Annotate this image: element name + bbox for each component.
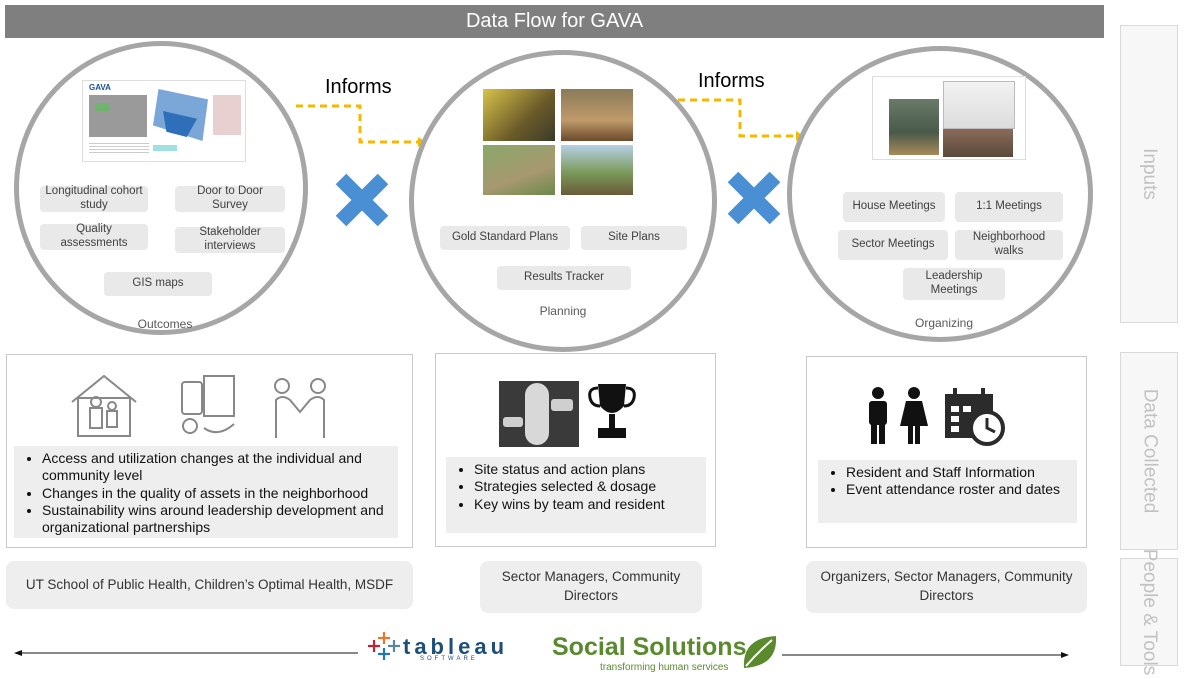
pill-quality-assessments: Quality assessments (40, 223, 148, 250)
pill-neighborhood-walks: Neighborhood walks (955, 230, 1063, 260)
circle-label-organizing: Organizing (914, 316, 974, 330)
data-item: Access and utilization changes at the in… (42, 450, 392, 485)
pill-results-tracker: Results Tracker (497, 266, 631, 290)
side-label-people-tools: People & Tools (1120, 549, 1178, 675)
photo-planning-board (483, 89, 555, 141)
side-label-inputs: Inputs (1120, 25, 1178, 323)
tableau-plus-icon (368, 632, 400, 660)
calendar-clock-icon (945, 388, 1005, 446)
pill-site-plans: Site Plans (581, 226, 687, 250)
data-item: Event attendance roster and dates (846, 481, 1071, 498)
informs-label-left: Informs (325, 76, 392, 98)
gis-map-image: GAVA (82, 80, 246, 162)
side-label-data-collected: Data Collected (1120, 352, 1178, 550)
family-house-icon (71, 374, 137, 437)
circle-label-planning: Planning (539, 304, 587, 318)
informs-arrow-right (678, 98, 796, 138)
trophy-icon (588, 384, 636, 438)
bullets-data-middle: Site status and action plans Strategies … (446, 457, 706, 533)
pill-stakeholder-interviews: Stakeholder interviews (175, 226, 285, 253)
circle-label-outcomes: Outcomes (137, 317, 193, 331)
pill-sector-meetings: Sector Meetings (838, 230, 948, 260)
pill-house-meetings: House Meetings (843, 192, 945, 222)
informs-label-right: Informs (698, 70, 765, 92)
photo-planning-site (561, 145, 633, 195)
data-item: Strategies selected & dosage (474, 478, 700, 495)
social-solutions-tagline: transforming human services (600, 662, 729, 673)
grocery-icon (181, 375, 235, 434)
people-box-right: Organizers, Sector Managers, Community D… (806, 561, 1087, 613)
data-item: Site status and action plans (474, 461, 700, 478)
arrow-head-tools-left (14, 650, 22, 656)
data-item: Key wins by team and resident (474, 496, 700, 513)
pill-door-to-door-survey: Door to Door Survey (175, 185, 285, 212)
photo-organizing-whiteboard (943, 81, 1015, 129)
pill-longitudinal-cohort: Longitudinal cohort study (40, 185, 148, 212)
people-box-middle: Sector Managers, Community Directors (480, 561, 702, 613)
x-mark-icon (727, 171, 781, 225)
photo-planning-garden (483, 145, 555, 195)
pill-gold-standard-plans: Gold Standard Plans (440, 226, 570, 250)
social-solutions-wordmark: Social Solutions (552, 633, 747, 661)
photo-organizing-group (943, 129, 1013, 157)
pill-one-on-one-meetings: 1:1 Meetings (955, 192, 1063, 222)
people-box-left: UT School of Public Health, Children’s O… (6, 561, 413, 609)
pill-gis-maps: GIS maps (104, 272, 212, 296)
page-title: Data Flow for GAVA (5, 5, 1104, 38)
toggle-icon (499, 381, 579, 447)
data-item: Sustainability wins around leadership de… (42, 502, 392, 537)
leaf-icon (743, 636, 777, 668)
photo-planning-gym (561, 89, 633, 141)
people-icon (869, 387, 928, 444)
organizing-photo-frame (872, 76, 1026, 160)
data-item: Resident and Staff Information (846, 464, 1071, 481)
pill-leadership-meetings: Leadership Meetings (903, 268, 1005, 300)
gava-logo: GAVA (89, 83, 111, 92)
handshake-icon (274, 378, 326, 438)
tableau-subtext: SOFTWARE (420, 656, 478, 662)
bullets-data-left: Access and utilization changes at the in… (14, 446, 398, 538)
bullets-data-right: Resident and Staff Information Event att… (818, 460, 1077, 523)
x-mark-icon (335, 173, 389, 227)
arrow-head-tools-right (1061, 652, 1069, 658)
photo-organizing-meeting (889, 99, 939, 155)
tableau-wordmark: tableau (403, 634, 509, 659)
data-item: Changes in the quality of assets in the … (42, 485, 392, 502)
